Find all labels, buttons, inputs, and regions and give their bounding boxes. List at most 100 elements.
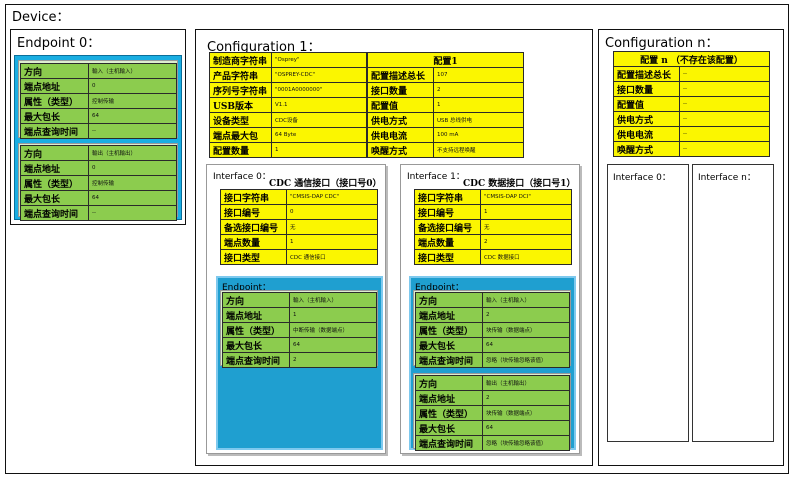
field-label: 配置描述总长 [613,66,680,82]
confign-table: 配置 n （不存在该配置） 配置描述总长--接口数量--配置值--供电方式--供… [613,51,770,157]
field-value: 輸出（主机輸出） [482,375,570,391]
field-label: 序列号字符串 [209,82,272,98]
field-label: 属性（类型） [222,322,290,338]
field-value: 64 [482,420,570,436]
field-label: 最大包长 [222,337,290,353]
field-value: 控制传输 [88,175,177,191]
field-value: 2 [433,82,524,98]
field-label: 最大包长 [415,420,483,436]
interface1-label: Interface 1： [407,172,465,182]
field-value: 控制传输 [88,93,177,109]
table-row: 端点查询时间-- [20,123,177,139]
table-row: 端点查询时间忽略（块传输忽略该值） [415,435,570,451]
table-row: 方向輸出（主机輸出） [20,145,177,161]
confign-header: 配置 n （不存在该配置） [613,51,770,67]
field-label: 唤醒方式 [367,142,434,158]
field-value: "OSPREY-CDC" [271,67,367,83]
table-row: 唤醒方式不支持远程唤醒 [367,142,524,158]
field-value: "Osprey" [271,52,367,68]
field-value: -- [679,66,770,82]
field-value: 輸出（主机輸出） [88,145,177,161]
field-label: 备选接口编号 [414,219,481,235]
field-label: 制造商字符串 [209,52,272,68]
field-label: 最大包长 [20,108,89,124]
field-value: 0 [88,160,177,176]
table-row: 属性（类型）中断传输（数据端点） [222,322,377,338]
field-value: 64 [289,337,377,353]
field-label: 最大包长 [415,337,483,353]
field-value: 2 [482,307,570,323]
field-value: 无 [286,219,378,235]
field-label: 方向 [20,145,89,161]
table-row: 方向輸出（主机輸出） [415,375,570,391]
field-value: 块传输（数据端点） [482,322,570,338]
field-value: 64 [482,337,570,353]
field-value: CDC 通信接口 [286,249,378,265]
field-label: 属性（类型） [415,405,483,421]
field-label: USB版本 [209,97,272,113]
table-row: 供电电流-- [613,126,770,142]
table-row: 接口字符串"CMSIS-DAP CDC" [220,189,378,205]
field-value: -- [88,123,177,139]
field-label: 端点查询时间 [20,205,89,221]
field-value: 无 [480,219,572,235]
field-label: 唤醒方式 [613,141,680,157]
interface1-heading: CDC 数据接口（接口号1） [463,179,576,189]
table-row: 序列号字符串"0001A0000000" [209,82,367,98]
device-title: Device： [12,10,70,25]
field-value: "CMSIS-DAP CDC" [286,189,378,205]
table-row: 端点查询时间-- [20,205,177,221]
field-label: 接口字符串 [220,189,287,205]
field-label: 配置数量 [209,142,272,158]
interface1-endpoint-label: Endpoint： [415,283,465,293]
field-value: 64 [88,190,177,206]
field-value: 1 [271,142,367,158]
field-label: 属性（类型） [20,93,89,109]
field-value: CDC 数据接口 [480,249,572,265]
table-row: 唤醒方式-- [613,141,770,157]
table-row: 接口数量-- [613,81,770,97]
field-value: 1 [289,307,377,323]
field-label: 接口类型 [414,249,481,265]
field-label: 属性（类型） [20,175,89,191]
table-row: 方向輸入（主机輸入） [415,292,570,308]
field-value: 2 [482,390,570,406]
field-label: 接口字符串 [414,189,481,205]
field-value: 忽略（块传输忽略该值） [482,352,570,368]
table-row: 方向輸入（主机輸入） [20,63,177,79]
field-label: 产品字符串 [209,67,272,83]
field-value: "CMSIS-DAP DCI" [480,189,572,205]
field-value: "0001A0000000" [271,82,367,98]
table-row: 属性（类型）控制传输 [20,175,177,191]
field-value: 块传输（数据端点） [482,405,570,421]
table-row: 端点查询时间忽略（块传输忽略该值） [415,352,570,368]
confign-title: Configuration n： [605,36,719,51]
field-value: 0 [88,78,177,94]
table-row: 配置值-- [613,96,770,112]
config1-title: Configuration 1： [207,40,321,55]
field-label: 端点地址 [20,78,89,94]
field-label: 接口编号 [414,204,481,220]
field-value: 64 [88,108,177,124]
field-value: 1 [286,234,378,250]
field-value: 輸入（主机輸入） [88,63,177,79]
table-row: 接口字符串"CMSIS-DAP DCI" [414,189,572,205]
field-value: -- [679,96,770,112]
field-label: 端点查询时间 [20,123,89,139]
field-label: 配置描述总长 [367,67,434,83]
table-row: 制造商字符串"Osprey" [209,52,367,68]
